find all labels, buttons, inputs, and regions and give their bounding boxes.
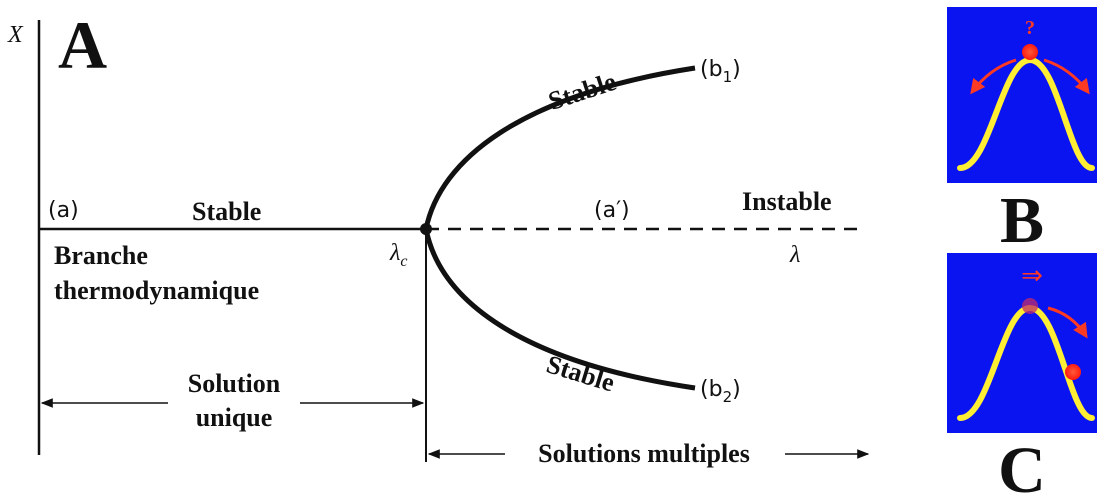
b1-label: (b1) bbox=[700, 57, 741, 86]
panel-c-background bbox=[947, 253, 1097, 433]
multiple-solutions-label: Solutions multiples bbox=[538, 439, 750, 468]
b2-label: (b2) bbox=[700, 377, 741, 406]
lambda-c-label: λc bbox=[389, 240, 408, 270]
question-mark: ? bbox=[1025, 17, 1035, 39]
panel-b-letter: B bbox=[1000, 184, 1044, 257]
panel-a-letter: A bbox=[58, 7, 107, 83]
left-fall-arrow-icon bbox=[970, 58, 1017, 95]
unstable-label: Instable bbox=[742, 187, 832, 216]
push-arrow-icon: ⇒ bbox=[1021, 261, 1043, 291]
right-fall-arrow-icon bbox=[1043, 58, 1090, 95]
stable-left-label: Stable bbox=[192, 197, 261, 226]
panel-c: ⇒ C bbox=[947, 253, 1097, 495]
point-a-prime-label: (a′) bbox=[594, 198, 630, 223]
fallen-ball bbox=[1065, 364, 1081, 380]
panel-b-background bbox=[947, 7, 1097, 183]
lambda-axis-label: λ bbox=[789, 242, 800, 268]
panel-b: ? B bbox=[947, 7, 1097, 257]
ghost-ball bbox=[1022, 298, 1038, 314]
lower-stable-branch bbox=[423, 228, 696, 391]
branch-label-line1: Branche bbox=[54, 241, 148, 270]
unique-solution-line1: Solution bbox=[188, 369, 281, 398]
point-a-label: (a) bbox=[48, 198, 79, 223]
bifurcation-point bbox=[420, 223, 432, 235]
y-axis-label: X bbox=[7, 22, 24, 48]
stable-lower-label: Stable bbox=[543, 350, 618, 398]
panel-a: A X (a) Stable (a′) Instable λ λc Stable… bbox=[7, 7, 870, 468]
panel-c-letter: C bbox=[998, 434, 1046, 495]
branch-label-line2: thermodynamique bbox=[54, 276, 259, 305]
stable-upper-label: Stable bbox=[545, 67, 620, 116]
balanced-ball bbox=[1022, 44, 1038, 60]
unique-solution-line2: unique bbox=[196, 403, 273, 432]
fall-arrow-icon bbox=[1047, 306, 1088, 339]
upper-stable-branch bbox=[423, 65, 696, 230]
